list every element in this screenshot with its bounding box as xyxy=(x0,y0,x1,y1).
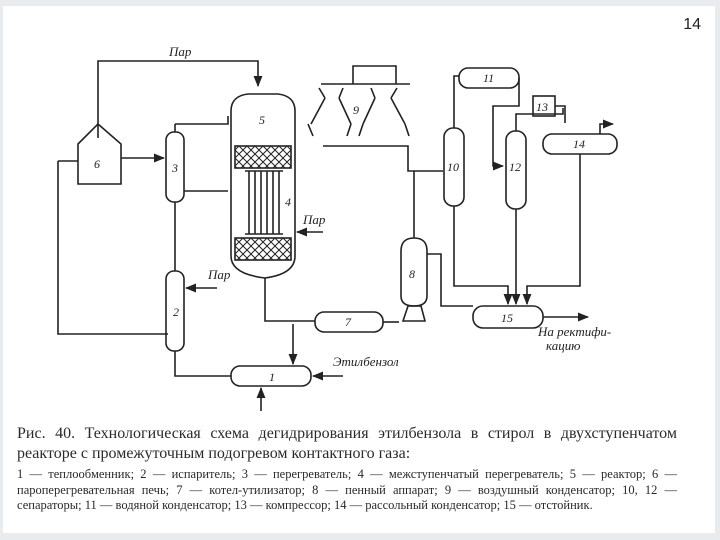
heat-exchanger-1 xyxy=(230,365,312,387)
unit-label-4: 4 xyxy=(285,195,291,209)
unit-label-15: 15 xyxy=(501,311,513,325)
figure-page: 14 xyxy=(3,6,715,533)
unit-label-13: 13 xyxy=(536,100,548,114)
steam-line-top xyxy=(97,60,263,138)
steam-left-label: Пар xyxy=(207,267,231,282)
interstage-superheater-4 xyxy=(248,171,280,234)
caption-legend: 1 — теплообменник; 2 — испаритель; 3 — п… xyxy=(17,467,677,512)
steam-top-label: Пар xyxy=(168,44,192,59)
furnace-6 xyxy=(77,122,122,185)
unit-label-14: 14 xyxy=(573,137,585,151)
unit-label-9: 9 xyxy=(353,103,359,117)
unit-label-5: 5 xyxy=(259,113,265,127)
foam-apparatus-8 xyxy=(400,237,428,307)
unit-label-12: 12 xyxy=(509,160,521,174)
unit-label-6: 6 xyxy=(94,157,100,171)
ethylbenzene-label: Этилбензол xyxy=(333,354,399,369)
unit-label-7: 7 xyxy=(345,315,352,329)
unit-label-8: 8 xyxy=(409,267,415,281)
reactor-5 xyxy=(230,93,296,279)
unit-label-2: 2 xyxy=(173,305,179,319)
unit-label-1: 1 xyxy=(269,370,275,384)
process-flow-diagram: Пар Пар Пар Этилбензол На ректифи- кацию… xyxy=(57,44,618,411)
unit-label-3: 3 xyxy=(171,161,178,175)
figure-caption: Рис. 40. Технологическая схема дегидриро… xyxy=(17,424,677,514)
unit-label-11: 11 xyxy=(483,71,494,85)
steam-mid-label: Пар xyxy=(302,212,326,227)
to-rectification-label-1: На ректифи- xyxy=(537,324,611,339)
to-rectification-label-2: кацию xyxy=(546,338,580,353)
caption-title: Рис. 40. Технологическая схема дегидриро… xyxy=(17,425,677,462)
page-number: 14 xyxy=(683,16,701,33)
unit-label-10: 10 xyxy=(447,160,459,174)
air-condenser-9 xyxy=(310,97,406,125)
